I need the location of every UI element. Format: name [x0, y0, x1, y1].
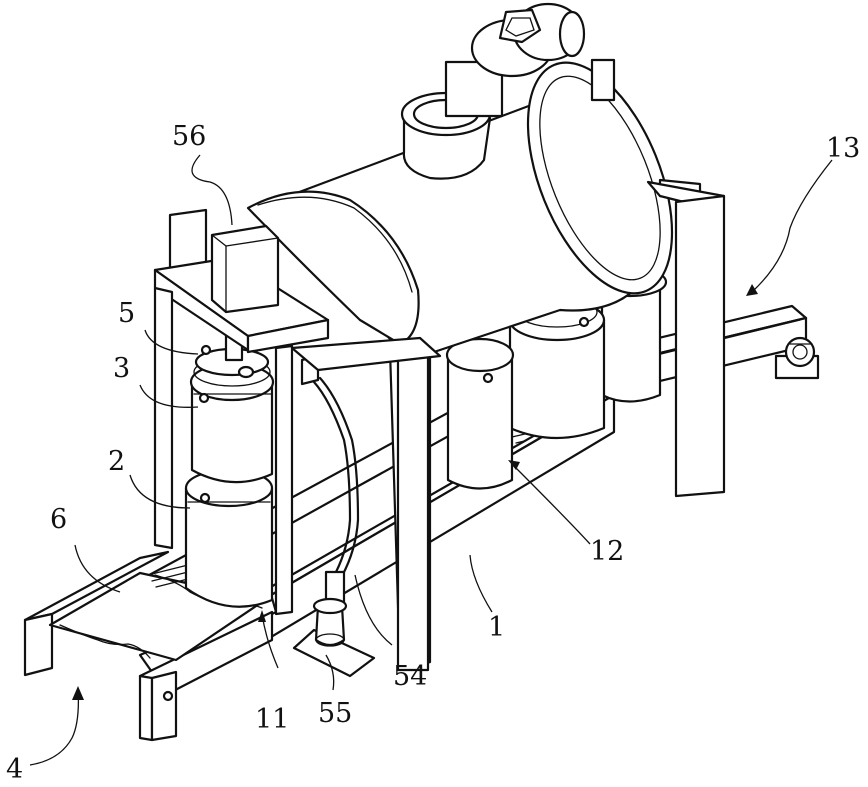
label-front-conveyor: 4: [6, 754, 23, 785]
label-nozzle-base: 55: [318, 698, 352, 729]
label-lower-drum: 2: [108, 446, 125, 477]
upper-drum: [191, 358, 273, 482]
label-upper-drum: 3: [113, 353, 130, 384]
label-press-motor: 56: [172, 121, 206, 152]
label-lid-assembly: 5: [118, 298, 135, 329]
label-tray: 6: [50, 504, 67, 535]
label-hose: 54: [393, 661, 427, 692]
label-front-gap: 11: [255, 704, 289, 735]
label-rear-gap: 12: [590, 536, 624, 567]
rear-drum-left: [447, 339, 513, 489]
lower-drum: [186, 470, 272, 607]
label-rear-conveyor: 13: [826, 133, 860, 164]
press-motor: [212, 226, 278, 312]
label-frame: 1: [488, 612, 505, 643]
